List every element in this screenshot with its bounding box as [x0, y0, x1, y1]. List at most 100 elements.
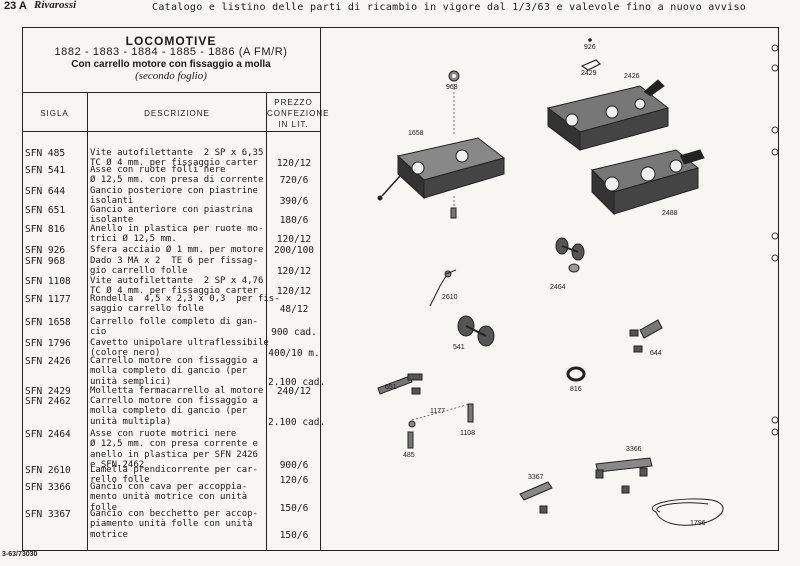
row-price: 240/12: [276, 386, 312, 397]
part-label: 1658: [408, 130, 424, 137]
row-description: Dado 3 MA x 2 TE 6 per fissag- gio carre…: [90, 256, 258, 277]
row-code: SFN 651: [25, 205, 66, 216]
row-price: 180/6: [279, 215, 309, 227]
binder-hole: [771, 44, 779, 52]
column-rule-1: [87, 92, 88, 551]
part-label: 1177: [430, 408, 446, 415]
row-code: SFN 485: [25, 148, 66, 159]
binder-hole: [771, 232, 779, 240]
row-price: 120/12: [276, 266, 312, 278]
motor-bogie-2426: [546, 79, 670, 151]
row-description: Cavetto unipolare ultraflessibile (color…: [90, 338, 269, 359]
prezzo-line-2: CONFEZIONE: [267, 109, 330, 118]
part-label: 2488: [662, 210, 678, 217]
title-locomotive: LOCOMOTIVE: [125, 34, 217, 48]
row-price: 48/12: [279, 304, 309, 316]
part-label: 485: [403, 452, 415, 459]
row-price: 2.100 cad.: [268, 376, 326, 388]
header-rule-top: [22, 92, 320, 93]
binder-hole: [771, 416, 779, 424]
row-description: Carrello motore con fissaggio a molla co…: [90, 356, 258, 387]
table-frame: [22, 27, 779, 551]
prezzo-line-1: PREZZO: [274, 98, 313, 107]
row-price: 120/12: [276, 234, 312, 246]
row-code: SFN 1658: [25, 317, 71, 328]
cable-1796: [652, 498, 724, 526]
row-description: Gancio con becchetto per accop- piamento…: [90, 509, 258, 540]
binder-hole: [771, 148, 779, 156]
row-code: SFN 541: [25, 165, 66, 176]
row-code: SFN 2426: [25, 356, 71, 367]
row-price: 150/6: [279, 502, 309, 514]
rear-hook-644: [629, 319, 663, 353]
motor-bogie-2488: [591, 149, 705, 216]
part-label: 2464: [550, 284, 566, 291]
row-code: SFN 968: [25, 256, 66, 267]
row-description: Vite autofilettante 2 SP x 4,76 TC Ø 4 m…: [90, 276, 264, 297]
row-description: Asse con ruote folli nere Ø 12,5 mm. con…: [90, 165, 264, 186]
row-code: SFN 1177: [25, 294, 71, 305]
row-code: SFN 2610: [25, 465, 71, 476]
table-illustration-divider: [320, 27, 321, 551]
trailer-axle-541: [457, 315, 495, 347]
prezzo-line-3: IN LIT.: [278, 120, 309, 129]
hook-3366: [595, 457, 653, 479]
column-rule-2: [266, 92, 267, 551]
row-description: Carrello motore con fissaggio a molla co…: [90, 396, 258, 427]
catalog-heading: Catalogo e listino delle parti di ricamb…: [152, 2, 747, 13]
column-header-prezzo: PREZZO CONFEZIONE IN LIT.: [267, 97, 330, 130]
row-description: Sfera acciaio Ø 1 mm. per motore: [90, 245, 264, 255]
row-code: SFN 3367: [25, 509, 71, 520]
binder-hole: [771, 254, 779, 262]
row-price: 900 cad.: [271, 327, 317, 339]
footer-code: 3-63/73030: [2, 551, 38, 558]
row-description: Anello in plastica per ruote mo- trici Ø…: [90, 224, 264, 245]
hook-3367: [519, 481, 630, 514]
row-price: 120/12: [276, 158, 312, 170]
part-label: 2426: [624, 73, 640, 80]
row-description: Carrello folle completo di gan- cio: [90, 317, 258, 338]
row-description: Vite autofilettante 2 SP x 6,35 TC Ø 4 m…: [90, 148, 264, 169]
row-description: Gancio con cava per accoppia- mento unit…: [90, 482, 248, 513]
plastic-ring-816: [566, 366, 586, 382]
part-label: 3367: [528, 474, 544, 481]
part-label: 2610: [442, 294, 458, 301]
title-description: Con carrello motore con fissaggio a moll…: [71, 59, 271, 70]
row-description: Gancio anteriore con piastrina isolante: [90, 205, 253, 226]
part-label: 3366: [626, 446, 642, 453]
row-price: 390/6: [279, 196, 309, 208]
row-code: SFN 644: [25, 186, 66, 197]
screw-1108: [467, 403, 474, 423]
row-code: SFN 926: [25, 245, 66, 256]
row-price: 120/12: [276, 286, 312, 298]
part-label: 644: [650, 350, 662, 357]
title-models: 1882 - 1883 - 1884 - 1885 - 1886 (A FM/R…: [54, 46, 288, 58]
page-number: 23 A: [4, 0, 27, 12]
row-price: 200/100: [273, 245, 315, 256]
contact-strip-2610: [429, 269, 457, 307]
row-code: SFN 816: [25, 224, 66, 235]
row-price: 400/10 m.: [268, 348, 320, 360]
row-code: SFN 1796: [25, 338, 71, 349]
column-header-sigla: SIGLA: [40, 109, 69, 118]
part-label: 968: [446, 84, 458, 91]
part-label: 1108: [460, 430, 476, 437]
part-label: 651: [385, 384, 397, 391]
row-code: SFN 2464: [25, 429, 71, 440]
brand-logo: Rivarossi: [34, 0, 77, 11]
row-code: SFN 3366: [25, 482, 71, 493]
part-label: 2429: [581, 70, 597, 77]
part-label: 816: [570, 386, 582, 393]
part-label: 926: [584, 44, 596, 51]
row-price: 2.100 cad.: [268, 416, 326, 428]
washer-1177: [408, 420, 416, 428]
binder-hole: [771, 126, 779, 134]
motor-axle-2464: [555, 237, 585, 273]
steel-ball-926: [588, 38, 592, 42]
title-sheet: (secondo foglio): [135, 70, 207, 82]
binder-hole: [771, 428, 779, 436]
column-header-descrizione: DESCRIZIONE: [144, 109, 210, 118]
nut-968: [448, 70, 460, 82]
screw-485: [407, 431, 414, 449]
